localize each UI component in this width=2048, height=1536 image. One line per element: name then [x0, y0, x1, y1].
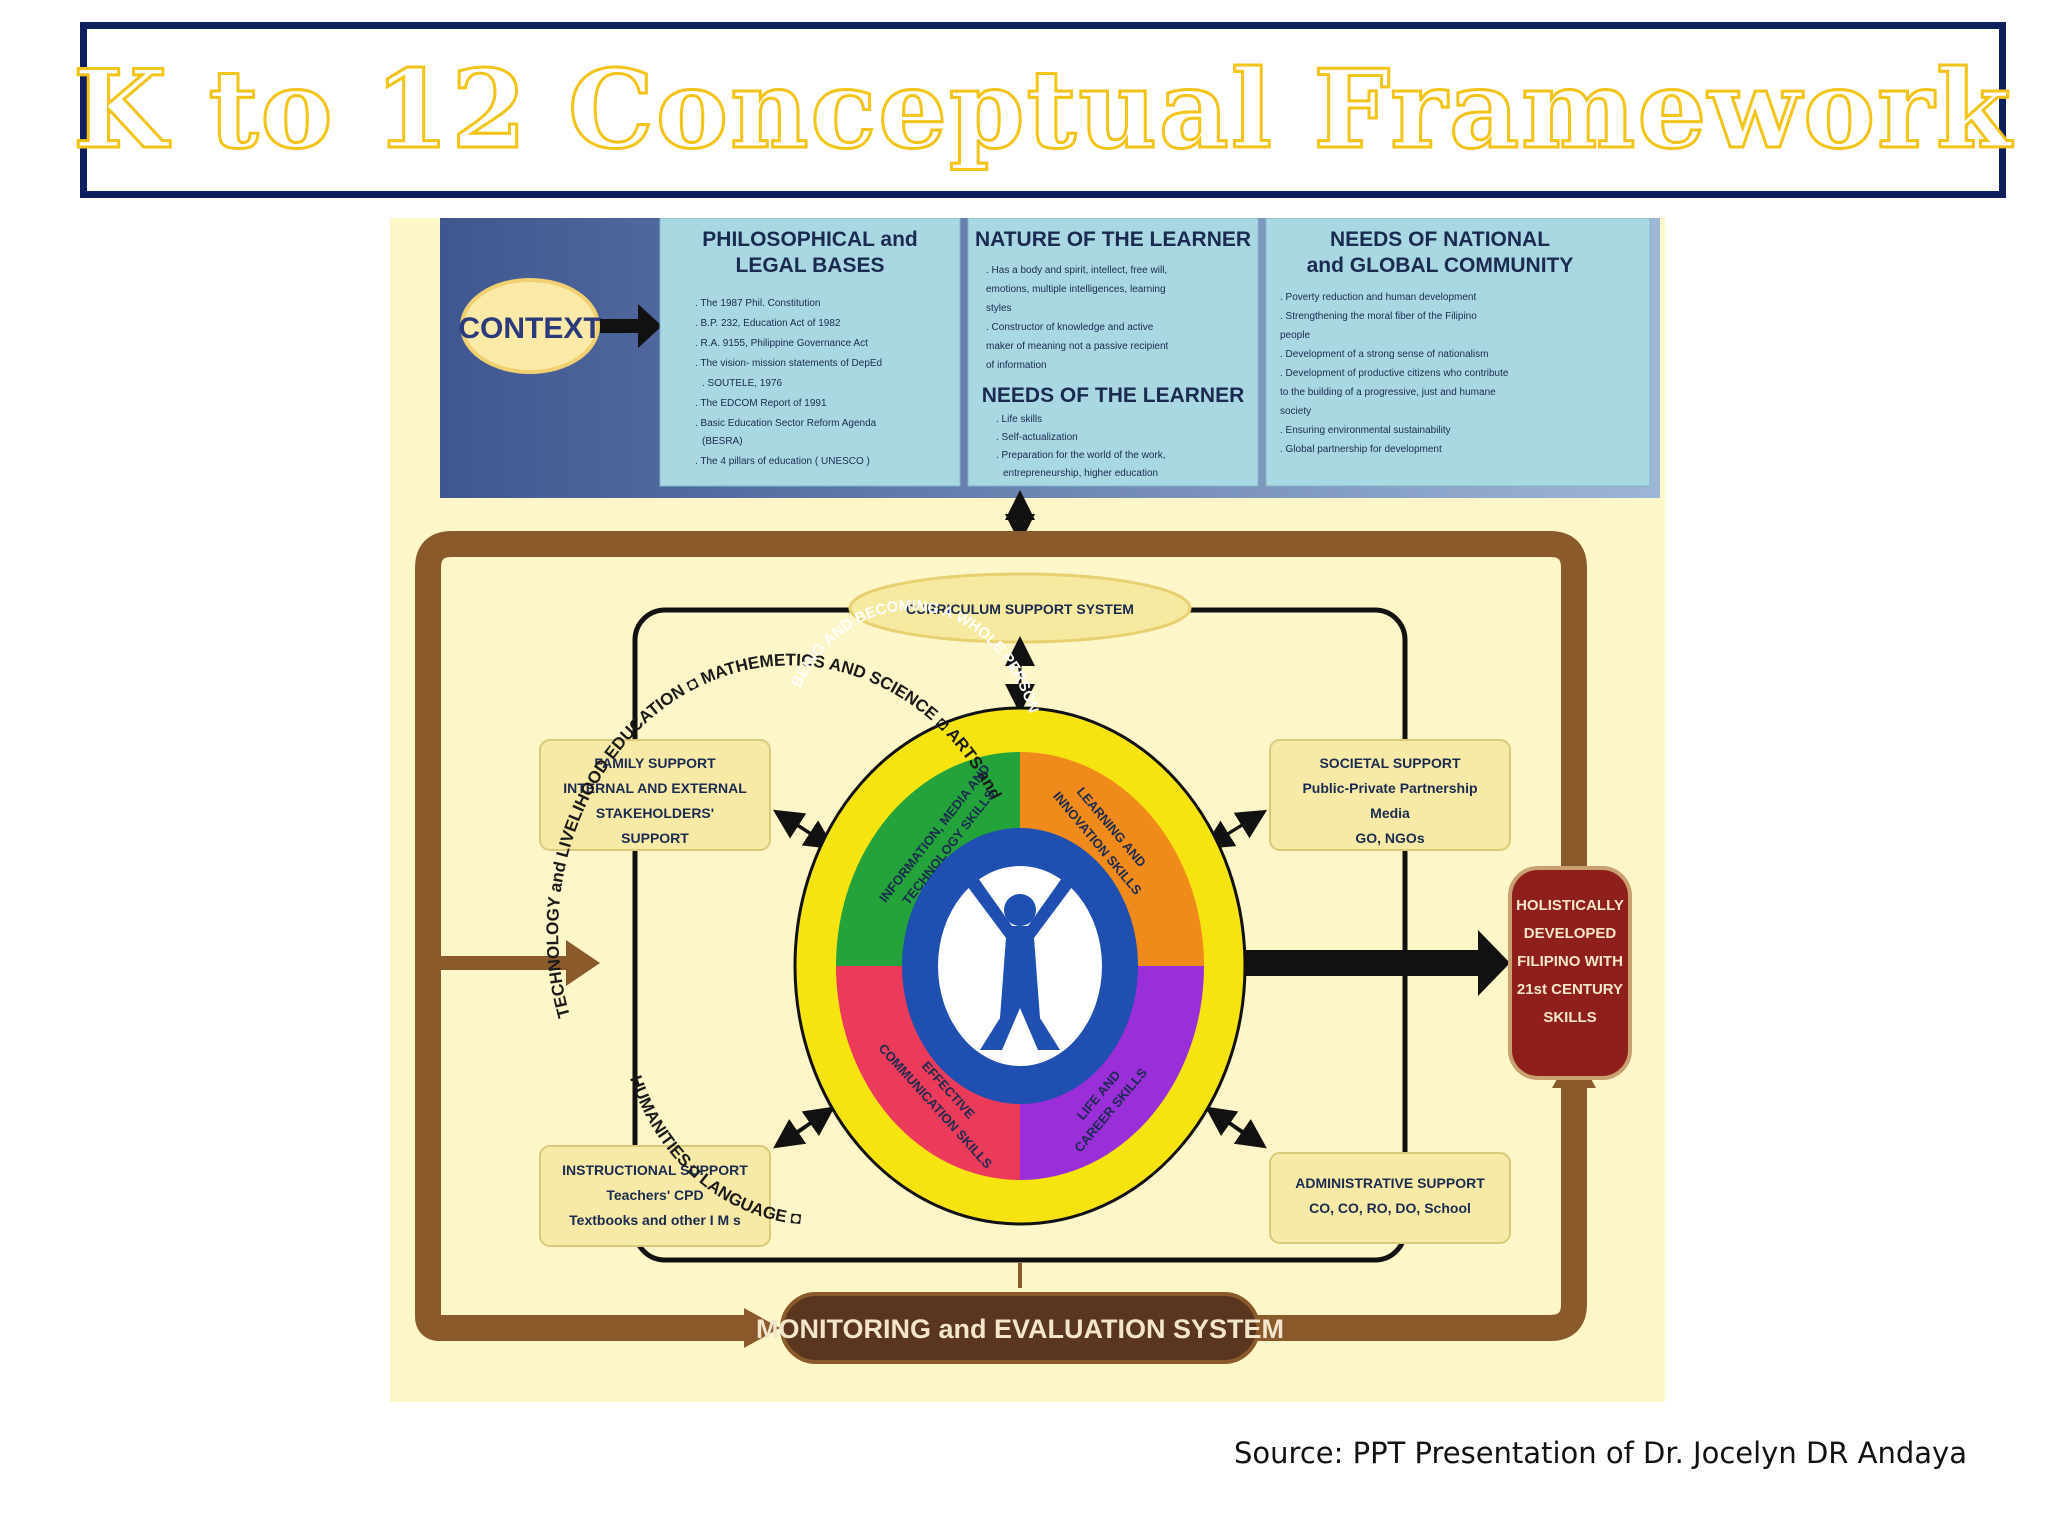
outcome-arrow — [1240, 950, 1480, 976]
list-item: . Has a body and spirit, intellect, free… — [986, 265, 1167, 276]
list-item: . The 1987 Phil. Constitution — [695, 298, 820, 309]
outcome-arrowhead — [1478, 930, 1510, 996]
title-banner: K to 12 Conceptual Framework — [72, 22, 2012, 198]
list-item: . Development of productive citizens who… — [1280, 368, 1509, 379]
context-oval — [460, 278, 600, 374]
needs-learner-title: NEEDS OF THE LEARNER — [982, 384, 1245, 407]
philosophical-title-2: LEGAL BASES — [736, 254, 885, 277]
philosophical-panel — [659, 217, 961, 487]
list-item: . Preparation for the world of the work, — [996, 450, 1166, 461]
family-line: FAMILY SUPPORT — [594, 755, 716, 771]
societal-line: Public-Private Partnership — [1302, 780, 1477, 796]
instructional-line: Textbooks and other I M s — [569, 1212, 741, 1228]
national-panel — [1265, 217, 1651, 487]
list-item: society — [1280, 406, 1311, 417]
list-item: entrepreneurship, higher education — [1003, 468, 1158, 479]
needs-learner-list: . Life skills . Self-actualization . Pre… — [996, 414, 1166, 479]
administrative-line: CO, CO, RO, DO, School — [1309, 1200, 1471, 1216]
support-arrows — [772, 809, 1268, 1149]
instructional-line: INSTRUCTIONAL SUPPORT — [562, 1162, 748, 1178]
list-item: . Constructor of knowledge and active — [986, 322, 1154, 333]
family-line: INTERNAL AND EXTERNAL — [563, 780, 747, 796]
list-item: . The EDCOM Report of 1991 — [695, 398, 827, 409]
list-item: . SOUTELE, 1976 — [702, 378, 782, 389]
learner-panel — [967, 217, 1259, 487]
framework-diagram: CONTEXT PHILOSOPHICAL and LEGAL BASES . … — [390, 217, 1665, 1402]
list-item: emotions, multiple intelligences, learni… — [986, 284, 1166, 295]
family-support-box: FAMILY SUPPORT INTERNAL AND EXTERNAL STA… — [539, 739, 771, 851]
list-item: . The 4 pillars of education ( UNESCO ) — [695, 456, 870, 467]
outcome-line: SKILLS — [1543, 1009, 1596, 1026]
curriculum-label: CURRICULUM SUPPORT SYSTEM — [906, 601, 1134, 617]
list-item: . The vision- mission statements of DepE… — [695, 358, 882, 369]
list-item: . Life skills — [996, 414, 1042, 425]
list-item: of information — [986, 360, 1047, 371]
source-caption: Source: PPT Presentation of Dr. Jocelyn … — [1234, 1436, 1967, 1470]
societal-support-box: SOCIETAL SUPPORT Public-Private Partners… — [1269, 739, 1511, 851]
diagram-svg: CONTEXT PHILOSOPHICAL and LEGAL BASES . … — [390, 217, 1665, 1402]
outcome-box: HOLISTICALLY DEVELOPED FILIPINO WITH 21s… — [1508, 866, 1632, 1080]
societal-line: SOCIETAL SUPPORT — [1319, 755, 1461, 771]
monitoring-label: MONITORING and EVALUATION SYSTEM — [756, 1314, 1284, 1344]
list-item: styles — [986, 303, 1012, 314]
person-icon — [965, 878, 1075, 1050]
list-item: . Strengthening the moral fiber of the F… — [1280, 311, 1477, 322]
administrative-line: ADMINISTRATIVE SUPPORT — [1295, 1175, 1485, 1191]
instructional-line: Teachers' CPD — [606, 1187, 703, 1203]
list-item: . Global partnership for development — [1280, 444, 1442, 455]
national-title-2: and GLOBAL COMMUNITY — [1307, 254, 1574, 277]
list-item: . Self-actualization — [996, 432, 1078, 443]
monitoring-arrowhead — [744, 1308, 780, 1348]
outcome-line: DEVELOPED — [1524, 925, 1617, 942]
family-line: STAKEHOLDERS' — [596, 805, 714, 821]
nature-title: NATURE OF THE LEARNER — [975, 228, 1251, 251]
family-line: SUPPORT — [621, 830, 689, 846]
list-item: (BESRA) — [702, 436, 743, 447]
administrative-support-box: ADMINISTRATIVE SUPPORT CO, CO, RO, DO, S… — [1269, 1152, 1511, 1244]
list-item: . R.A. 9155, Philippine Governance Act — [695, 338, 868, 349]
list-item: people — [1280, 330, 1310, 341]
list-item: . Basic Education Sector Reform Agenda — [695, 418, 877, 429]
monitoring-box — [780, 1292, 1260, 1364]
outcome-line: HOLISTICALLY — [1516, 897, 1624, 914]
national-title-1: NEEDS OF NATIONAL — [1330, 228, 1550, 251]
list-item: . Ensuring environmental sustainability — [1280, 425, 1451, 436]
list-item: . B.P. 232, Education Act of 1982 — [695, 318, 841, 329]
left-inflow-head — [566, 940, 600, 986]
list-item: . Poverty reduction and human developmen… — [1280, 292, 1476, 303]
societal-line: GO, NGOs — [1355, 830, 1424, 846]
societal-line: Media — [1370, 805, 1410, 821]
philosophical-list: . The 1987 Phil. Constitution . B.P. 232… — [695, 298, 882, 467]
nature-list: . Has a body and spirit, intellect, free… — [986, 265, 1169, 371]
outcome-line: FILIPINO WITH — [1517, 953, 1623, 970]
list-item: to the building of a progressive, just a… — [1280, 387, 1496, 398]
instructional-support-box: INSTRUCTIONAL SUPPORT Teachers' CPD Text… — [539, 1145, 771, 1247]
list-item: maker of meaning not a passive recipient — [986, 341, 1169, 352]
philosophical-title-1: PHILOSOPHICAL and — [702, 228, 917, 251]
outcome-line: 21st CENTURY — [1517, 981, 1623, 998]
outer-frame-right — [1110, 1078, 1587, 1341]
page-title: K to 12 Conceptual Framework — [72, 46, 2013, 175]
outer-frame — [415, 531, 1587, 1341]
list-item: . Development of a strong sense of natio… — [1280, 349, 1488, 360]
context-arrowhead — [638, 304, 662, 348]
national-list: . Poverty reduction and human developmen… — [1280, 292, 1509, 455]
context-label: CONTEXT — [458, 312, 601, 345]
